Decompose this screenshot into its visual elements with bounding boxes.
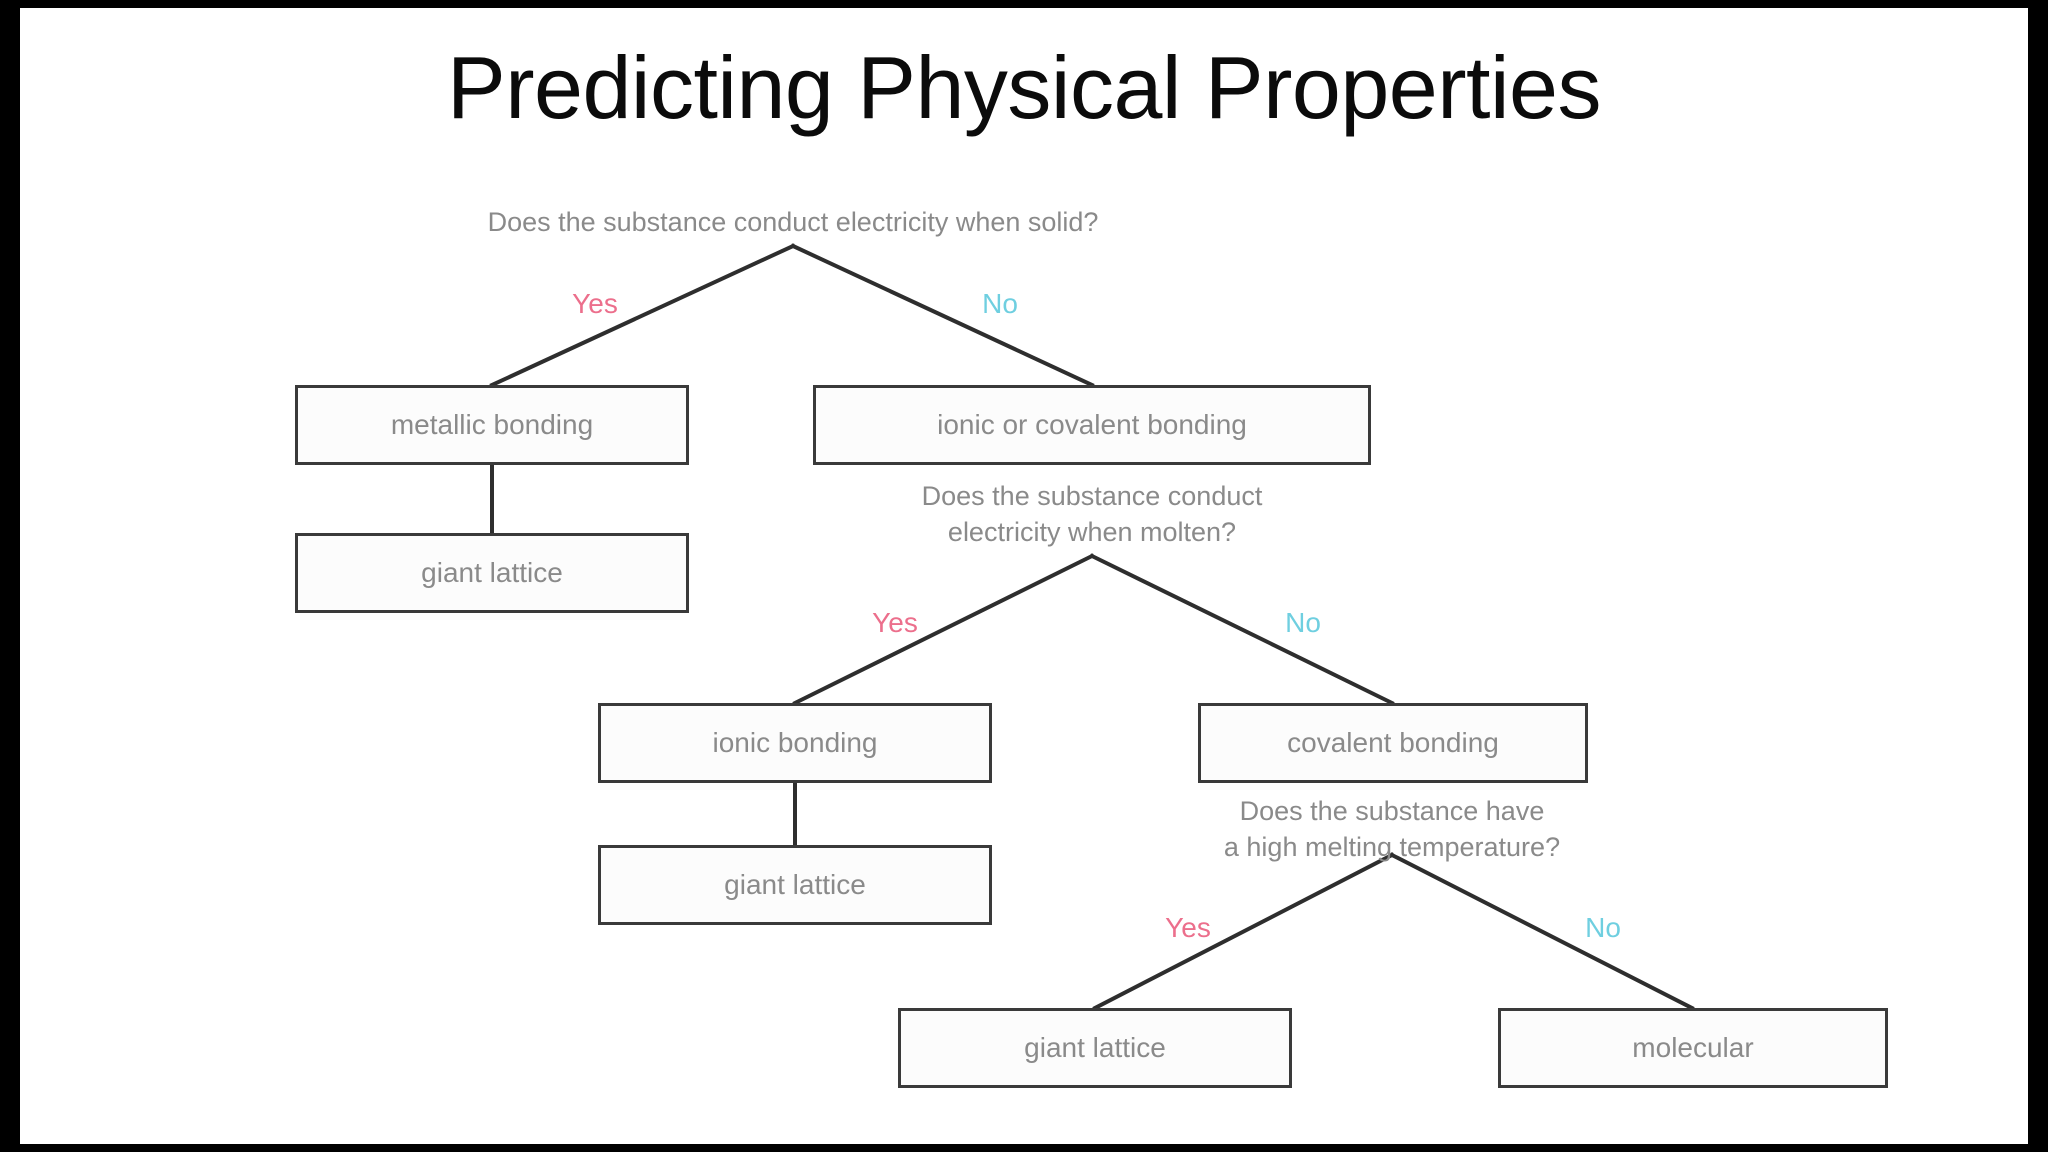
- page-title: Predicting Physical Properties: [447, 38, 1601, 137]
- node-label-giant-lattice-ionic: giant lattice: [724, 869, 866, 900]
- edge-label-q3-yes: Yes: [1165, 912, 1211, 943]
- node-covalent-bonding[interactable]: covalent bonding: [1198, 703, 1588, 783]
- node-giant-lattice-metallic[interactable]: giant lattice: [295, 533, 689, 613]
- node-ionic-bonding[interactable]: ionic bonding: [598, 703, 992, 783]
- node-metallic-bonding[interactable]: metallic bonding: [295, 385, 689, 465]
- edge-label-q1-yes: Yes: [572, 288, 618, 319]
- question-conduct-when-molten: Does the substance conduct electricity w…: [921, 481, 1263, 547]
- node-giant-lattice-covalent[interactable]: giant lattice: [898, 1008, 1292, 1088]
- node-label-molecular: molecular: [1632, 1032, 1754, 1063]
- node-molecular[interactable]: molecular: [1498, 1008, 1888, 1088]
- node-giant-lattice-ionic[interactable]: giant lattice: [598, 845, 992, 925]
- edge-label-q2-no: No: [1285, 607, 1321, 638]
- node-ionic-or-covalent-bonding[interactable]: ionic or covalent bonding: [813, 385, 1371, 465]
- question-high-melting-temperature: Does the substance have a high melting t…: [1223, 796, 1561, 862]
- edge-label-q1-no: No: [982, 288, 1018, 319]
- node-label-ionic-bonding: ionic bonding: [712, 727, 878, 758]
- edge-label-q3-no: No: [1585, 912, 1621, 943]
- node-label-giant-lattice-covalent: giant lattice: [1024, 1032, 1166, 1063]
- node-label-metallic-bonding: metallic bonding: [390, 409, 594, 440]
- node-label-covalent-bonding: covalent bonding: [1287, 727, 1499, 758]
- slide-canvas: Predicting Physical Properties Does the …: [20, 8, 2028, 1144]
- node-label-giant-lattice-metallic: giant lattice: [421, 557, 563, 588]
- question-conduct-when-solid: Does the substance conduct electricity w…: [487, 207, 1099, 237]
- edge-label-q2-yes: Yes: [872, 607, 918, 638]
- node-label-ionic-or-covalent-bonding: ionic or covalent bonding: [937, 409, 1247, 440]
